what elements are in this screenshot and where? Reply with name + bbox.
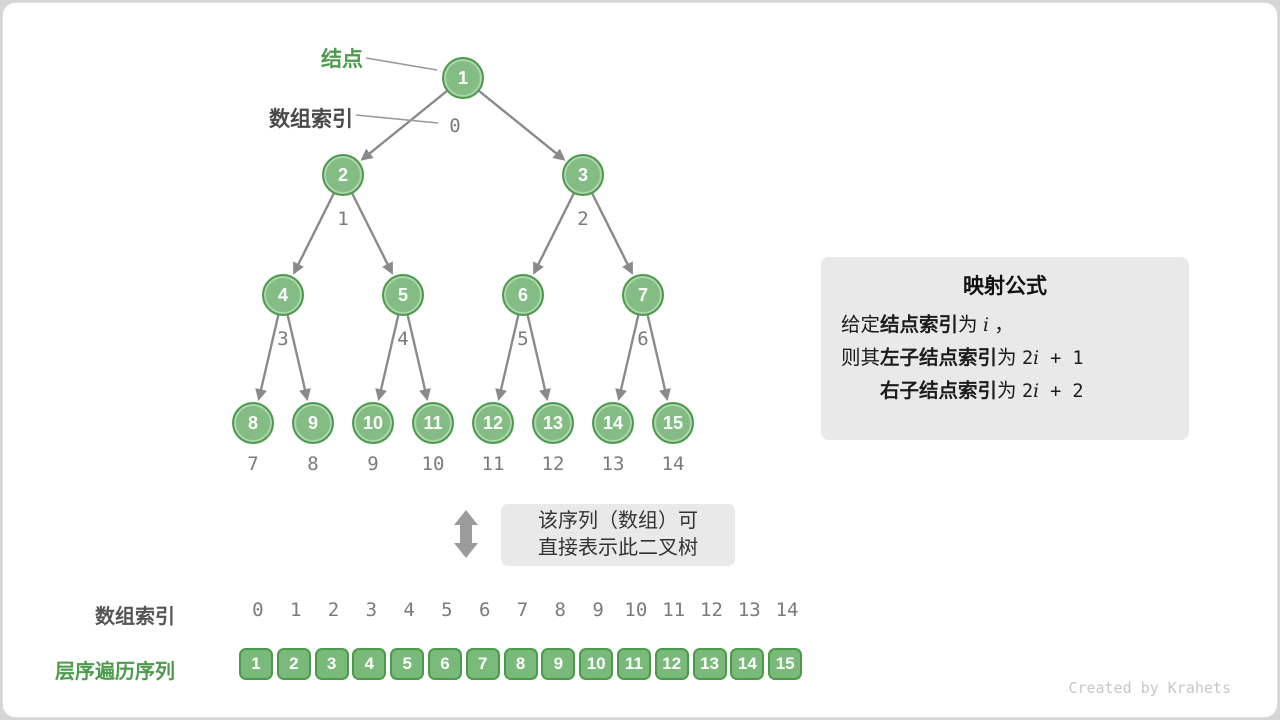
array-index-value: 10 xyxy=(624,599,648,621)
node-index-label: 13 xyxy=(601,453,625,475)
math-i: i xyxy=(1033,381,1039,402)
node-index-label: 1 xyxy=(337,208,349,230)
tree-node: 6 xyxy=(502,274,544,316)
note-line: 该序列（数组）可 xyxy=(538,510,698,532)
tree-node: 11 xyxy=(412,402,454,444)
code-run: 2 xyxy=(1021,348,1034,369)
sequence-cell: 10 xyxy=(579,648,614,680)
array-index-value: 8 xyxy=(554,599,566,621)
node-index-label: 5 xyxy=(517,328,529,350)
text-run: 为 xyxy=(958,314,983,336)
math-i: i xyxy=(982,315,989,336)
array-index-value: 5 xyxy=(441,599,453,621)
array-index-value: 0 xyxy=(252,599,264,621)
sequence-cell: 5 xyxy=(390,648,425,680)
node-index-label: 14 xyxy=(661,453,685,475)
node-index-label: 7 xyxy=(247,453,259,475)
tree-node: 13 xyxy=(532,402,574,444)
node-index-label: 10 xyxy=(421,453,445,475)
array-index-value: 2 xyxy=(327,599,340,621)
tree-node: 14 xyxy=(592,402,634,444)
text-run: 为 xyxy=(997,347,1022,369)
node-label-pointer-line xyxy=(365,57,438,71)
level-order-sequence: 1 2 3 4 5 6 7 8 9 10 11 12 13 14 15 xyxy=(239,648,803,680)
array-index-value: 4 xyxy=(403,599,415,621)
index-label-pointer-line xyxy=(355,114,439,124)
array-index-row-label: 数组索引 xyxy=(95,606,175,628)
array-index-value: 13 xyxy=(737,599,761,621)
code-run: + 1 xyxy=(1039,348,1084,369)
text-run: ， xyxy=(988,314,1014,336)
text-run: 则其 xyxy=(841,347,881,369)
array-index-value: 1 xyxy=(289,599,302,621)
formula-title: 映射公式 xyxy=(963,275,1047,298)
sequence-cell: 12 xyxy=(654,648,689,680)
formula-line-3: 右子结点索引为 2i + 2 xyxy=(841,375,1169,408)
tree-node: 7 xyxy=(622,274,664,316)
sequence-row-label: 层序遍历序列 xyxy=(55,661,175,683)
sequence-cell: 8 xyxy=(503,648,538,680)
math-i: i xyxy=(1033,348,1040,369)
sequence-cell: 11 xyxy=(616,648,651,680)
sequence-note: 该序列（数组）可 直接表示此二叉树 xyxy=(501,504,735,566)
tree-node: 5 xyxy=(382,274,424,316)
formula-line-1: 给定结点索引为 i ， xyxy=(841,309,1169,342)
sequence-cell: 7 xyxy=(465,648,500,680)
node-index-label: 0 xyxy=(449,115,461,137)
array-index-value: 7 xyxy=(516,599,529,621)
text-run: 左子结点索引 xyxy=(880,347,998,369)
sequence-cell: 9 xyxy=(541,648,576,680)
node-index-label: 6 xyxy=(637,328,649,350)
code-run: 2 xyxy=(1021,381,1034,402)
node-index-label: 11 xyxy=(481,453,505,475)
text-run: 结点索引 xyxy=(880,314,959,336)
array-index-value: 11 xyxy=(662,599,686,621)
sequence-cell: 2 xyxy=(276,648,311,680)
tree-node: 9 xyxy=(292,402,334,444)
formula-line-2: 则其左子结点索引为 2i + 1 xyxy=(841,342,1169,375)
tree-node: 8 xyxy=(232,402,274,444)
node-index-label: 12 xyxy=(541,453,565,475)
mapping-formula-panel: 映射公式 给定结点索引为 i ， 则其左子结点索引为 2i + 1 右子结点索引… xyxy=(821,257,1189,440)
tree-node: 4 xyxy=(262,274,304,316)
watermark: Created by Krahets xyxy=(1068,679,1231,697)
node-index-label: 9 xyxy=(367,453,379,475)
tree-edge xyxy=(462,77,566,161)
array-index-value: 12 xyxy=(700,599,723,621)
text-run: 右子结点索引 xyxy=(880,380,998,402)
node-pointer-label: 结点 xyxy=(321,48,363,71)
array-index-value: 6 xyxy=(478,599,491,621)
array-index-row: 0 1 2 3 4 5 6 7 8 9 10 11 12 13 14 xyxy=(239,599,806,621)
sequence-cell: 4 xyxy=(352,648,387,680)
tree-node: 2 xyxy=(322,154,364,196)
array-index-value: 3 xyxy=(365,599,378,621)
sequence-cell: 3 xyxy=(314,648,349,680)
sequence-cell: 6 xyxy=(427,648,462,680)
note-line: 直接表示此二叉树 xyxy=(538,537,698,559)
code-run: + 2 xyxy=(1039,381,1084,402)
node-index-label: 4 xyxy=(397,328,409,350)
array-index-value: 14 xyxy=(775,599,799,621)
array-index-value: 9 xyxy=(592,599,604,621)
text-run: 为 xyxy=(997,380,1022,402)
tree-node: 10 xyxy=(352,402,394,444)
sequence-cell: 1 xyxy=(239,648,273,680)
node-index-label: 8 xyxy=(307,453,319,475)
tree-node: 12 xyxy=(472,402,514,444)
node-index-label: 2 xyxy=(577,208,589,230)
sequence-cell: 14 xyxy=(730,648,765,680)
sequence-cell: 15 xyxy=(768,648,803,680)
updown-arrow-icon xyxy=(453,510,479,563)
sequence-cell: 13 xyxy=(692,648,727,680)
tree-node: 1 xyxy=(442,57,484,99)
text-run: 给定 xyxy=(841,314,881,336)
tree-node: 3 xyxy=(562,154,604,196)
node-index-label: 3 xyxy=(277,328,289,350)
tree-node: 15 xyxy=(652,402,694,444)
index-pointer-label: 数组索引 xyxy=(269,108,353,131)
